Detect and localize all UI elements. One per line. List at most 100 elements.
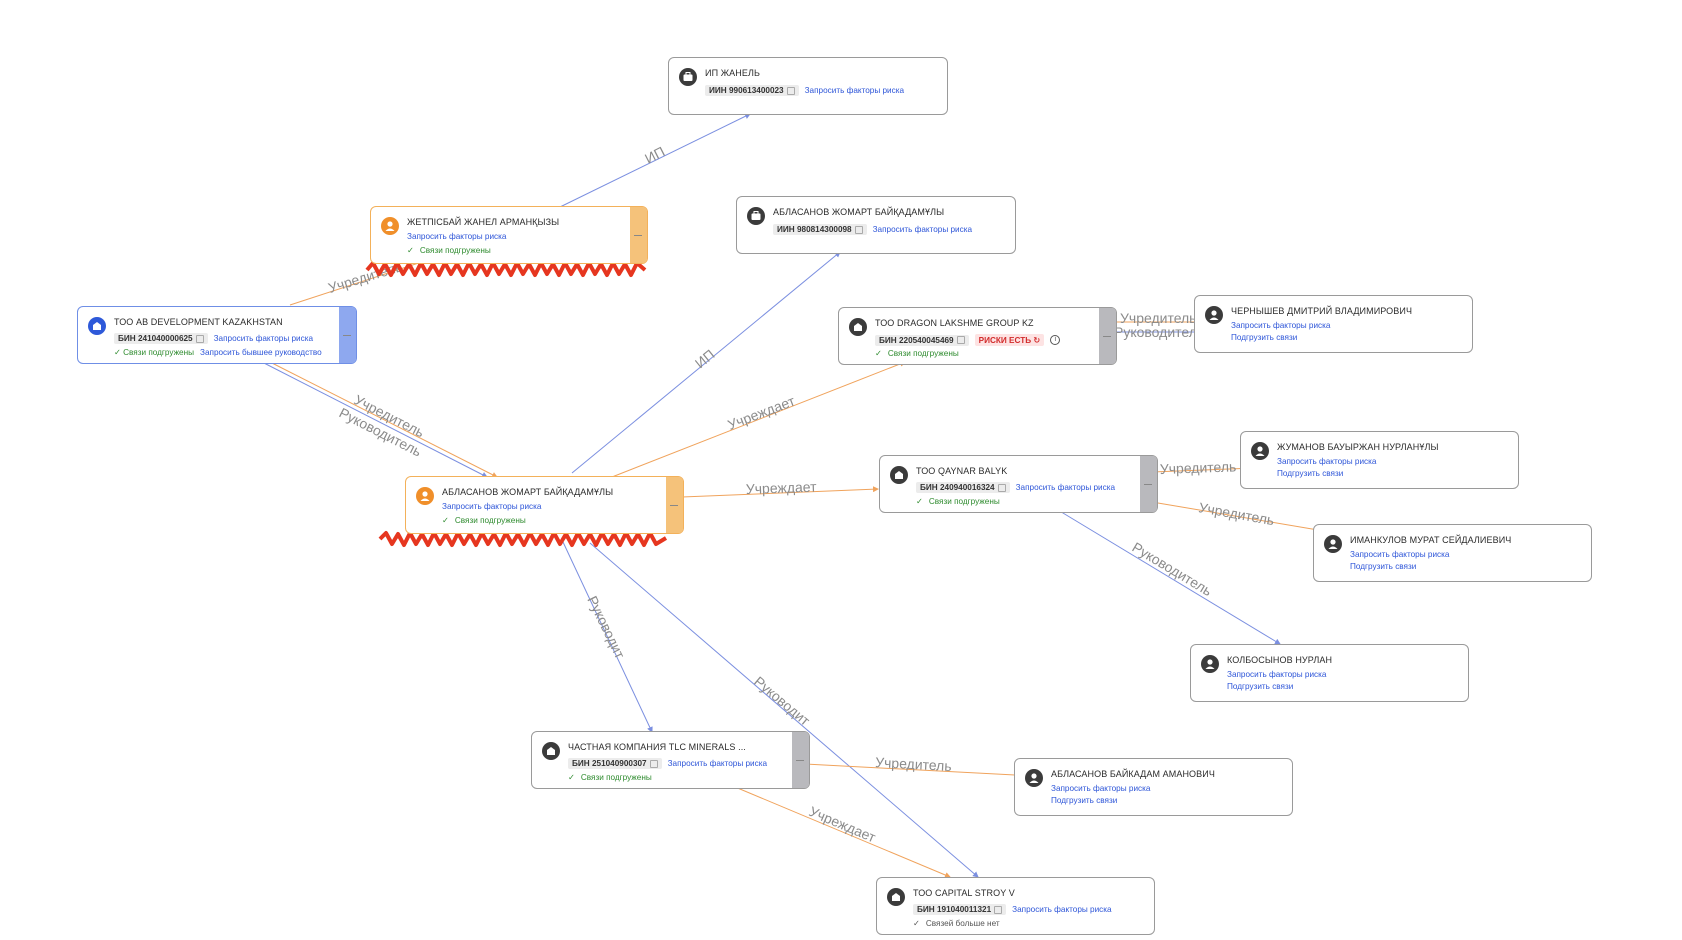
- bin-label: БИН 191040011321: [917, 905, 992, 914]
- person-icon: [1251, 442, 1269, 460]
- request-risk-link[interactable]: Запросить факторы риска: [804, 86, 905, 95]
- bin-badge[interactable]: БИН 191040011321: [913, 904, 1007, 915]
- load-links-link[interactable]: Подгрузить связи: [1227, 682, 1294, 691]
- node-title: ТОО CAPITAL STROY V: [913, 888, 1015, 898]
- status-text: Связей больше нет: [925, 918, 1000, 928]
- status-text: Связи подгружены: [580, 772, 652, 782]
- bin-label: БИН 240940016324: [920, 483, 995, 492]
- check-icon: ✓: [916, 497, 923, 506]
- edge-ip-top: [559, 113, 751, 208]
- load-links-link[interactable]: Подгрузить связи: [1231, 333, 1298, 342]
- copy-icon[interactable]: [786, 86, 795, 95]
- edge-label-founds-capital: Учреждает: [807, 803, 879, 846]
- request-risk-link[interactable]: Запросить факторы риска: [1227, 670, 1327, 679]
- node-ip-zhanel[interactable]: ИП ЖАНЕЛЬ ИИН 990613400023 Запросить фак…: [668, 57, 948, 115]
- copy-icon[interactable]: [195, 334, 204, 343]
- copy-icon[interactable]: [997, 483, 1006, 492]
- bin-label: БИН 241040000625: [118, 334, 193, 343]
- node-ablasanov-ip[interactable]: АБЛАСАНОВ ЖОМАРТ БАЙҚАДАМҰЛЫ ИИН 9808143…: [736, 196, 1016, 254]
- iin-label: ИИН 980814300098: [777, 225, 852, 234]
- edge-label-founder-tlc: Учредитель: [875, 754, 952, 774]
- request-risk-link[interactable]: Запросить факторы риска: [442, 502, 542, 511]
- request-risk-link[interactable]: Запросить факторы риска: [667, 759, 768, 768]
- node-dragon[interactable]: ТОО DRAGON LAKSHME GROUP KZ БИН 22054004…: [838, 307, 1117, 365]
- collapse-handle[interactable]: [792, 732, 809, 788]
- bin-badge[interactable]: БИН 241040000625: [114, 333, 208, 344]
- node-ablasanov-main[interactable]: АБЛАСАНОВ ЖОМАРТ БАЙҚАДАМҰЛЫ Запросить ф…: [405, 476, 684, 534]
- risk-badge-label: РИСКИ ЕСТЬ: [978, 336, 1032, 345]
- building-icon: [890, 466, 908, 484]
- bin-badge[interactable]: БИН 220540045469: [875, 334, 969, 346]
- load-links-link[interactable]: Подгрузить связи: [1350, 562, 1417, 571]
- collapse-handle[interactable]: [630, 207, 647, 263]
- edge-label-ip-top: ИП: [642, 143, 667, 166]
- risk-badge[interactable]: РИСКИ ЕСТЬ ↻: [974, 334, 1045, 346]
- copy-icon[interactable]: [854, 225, 863, 234]
- edge-label-founds-qaynar: Учреждает: [746, 479, 818, 497]
- status-text: Связи подгружены: [123, 348, 195, 357]
- edge-label-founder-iman: Учредитель: [1197, 499, 1275, 528]
- request-risk-link[interactable]: Запросить факторы риска: [1231, 321, 1331, 330]
- node-ab-development[interactable]: ТОО AB DEVELOPMENT KAZAKHSTAN БИН 241040…: [77, 306, 357, 364]
- node-title: ЧЕРНЫШЕВ ДМИТРИЙ ВЛАДИМИРОВИЧ: [1231, 306, 1413, 316]
- edge-founder-iman: [1151, 501, 1319, 531]
- building-icon: [88, 317, 106, 335]
- node-kolbosynov[interactable]: КОЛБОСЫНОВ НУРЛАН Запросить факторы риск…: [1190, 644, 1469, 702]
- building-icon: [849, 318, 867, 336]
- edge-label-head-dragon: Руководитель: [1114, 324, 1204, 340]
- node-tlc[interactable]: ЧАСТНАЯ КОМПАНИЯ TLC MINERALS ... БИН 25…: [531, 731, 810, 789]
- highlight-scribble-1: [365, 261, 647, 277]
- node-title: ЧАСТНАЯ КОМПАНИЯ TLC MINERALS ...: [568, 742, 746, 752]
- load-links-link[interactable]: Подгрузить связи: [1051, 796, 1118, 805]
- check-icon: ✓: [442, 516, 449, 525]
- person-icon: [1025, 769, 1043, 787]
- iin-badge[interactable]: ИИН 980814300098: [773, 224, 867, 235]
- edge-founder-zhum: [1151, 465, 1256, 473]
- request-risk-link[interactable]: Запросить факторы риска: [407, 232, 507, 241]
- edge-founder-tlc: [804, 763, 1016, 776]
- node-imankulov[interactable]: ИМАНКУЛОВ МУРАТ СЕЙДАЛИЕВИЧ Запросить фа…: [1313, 524, 1592, 582]
- bin-badge[interactable]: БИН 251040900307: [568, 758, 662, 769]
- node-title: КОЛБОСЫНОВ НУРЛАН: [1227, 655, 1333, 665]
- building-icon: [887, 888, 905, 906]
- request-risk-link[interactable]: Запросить факторы риска: [1051, 784, 1151, 793]
- copy-icon[interactable]: [994, 905, 1003, 914]
- node-title: АБЛАСАНОВ ЖОМАРТ БАЙҚАДАМҰЛЫ: [442, 487, 614, 497]
- edge-founds-capital: [727, 783, 951, 878]
- collapse-handle[interactable]: [339, 307, 356, 363]
- collapse-handle[interactable]: [666, 477, 683, 533]
- bin-badge[interactable]: БИН 240940016324: [916, 482, 1010, 493]
- building-icon: [542, 742, 560, 760]
- iin-badge[interactable]: ИИН 990613400023: [705, 85, 799, 96]
- request-risk-link[interactable]: Запросить факторы риска: [872, 225, 973, 234]
- info-icon[interactable]: i: [1050, 335, 1061, 345]
- check-icon: ✓: [407, 246, 414, 255]
- collapse-handle[interactable]: [1140, 456, 1157, 512]
- load-links-link[interactable]: Подгрузить связи: [1277, 469, 1344, 478]
- request-former-management-link[interactable]: Запросить бывшее руководство: [200, 347, 322, 357]
- status-text: Связи подгружены: [419, 245, 491, 255]
- edge-label-founder-dragon: Учредитель: [1120, 310, 1196, 326]
- request-risk-link[interactable]: Запросить факторы риска: [1277, 457, 1377, 466]
- node-title: АБЛАСАНОВ БАЙКАДАМ АМАНОВИЧ: [1051, 769, 1215, 779]
- edge-label-manages-tlc: Руководит: [584, 593, 628, 661]
- edge-ip-mid: [571, 251, 841, 474]
- node-chernyshev[interactable]: ЧЕРНЫШЕВ ДМИТРИЙ ВЛАДИМИРОВИЧ Запросить …: [1194, 295, 1473, 353]
- request-risk-link[interactable]: Запросить факторы риска: [213, 334, 314, 343]
- collapse-handle[interactable]: [1099, 308, 1116, 364]
- request-risk-link[interactable]: Запросить факторы риска: [1012, 905, 1112, 914]
- request-risk-link[interactable]: Запросить факторы риска: [1350, 550, 1450, 559]
- node-zhetpisbai[interactable]: ЖЕТПІСБАЙ ЖАНЕЛ АРМАНҚЫЗЫ Запросить факт…: [370, 206, 648, 264]
- edge-label-ip-mid: ИП: [692, 346, 718, 371]
- copy-icon[interactable]: [649, 759, 658, 768]
- person-icon: [1324, 535, 1342, 553]
- copy-icon[interactable]: [956, 336, 965, 345]
- node-ablasanov-baikadam[interactable]: АБЛАСАНОВ БАЙКАДАМ АМАНОВИЧ Запросить фа…: [1014, 758, 1293, 816]
- node-capital[interactable]: ТОО CAPITAL STROY V БИН 191040011321 Зап…: [876, 877, 1155, 935]
- request-risk-link[interactable]: Запросить факторы риска: [1015, 483, 1116, 492]
- node-qaynar[interactable]: ТОО QAYNAR BALYK БИН 240940016324 Запрос…: [879, 455, 1158, 513]
- node-zhumanov[interactable]: ЖУМАНОВ БАУЫРЖАН НУРЛАНҰЛЫ Запросить фак…: [1240, 431, 1519, 489]
- node-title: ЖЕТПІСБАЙ ЖАНЕЛ АРМАНҚЫЗЫ: [407, 217, 560, 227]
- iin-label: ИИН 990613400023: [709, 86, 784, 95]
- edge-label-head-kolb: Руководитель: [1129, 539, 1215, 599]
